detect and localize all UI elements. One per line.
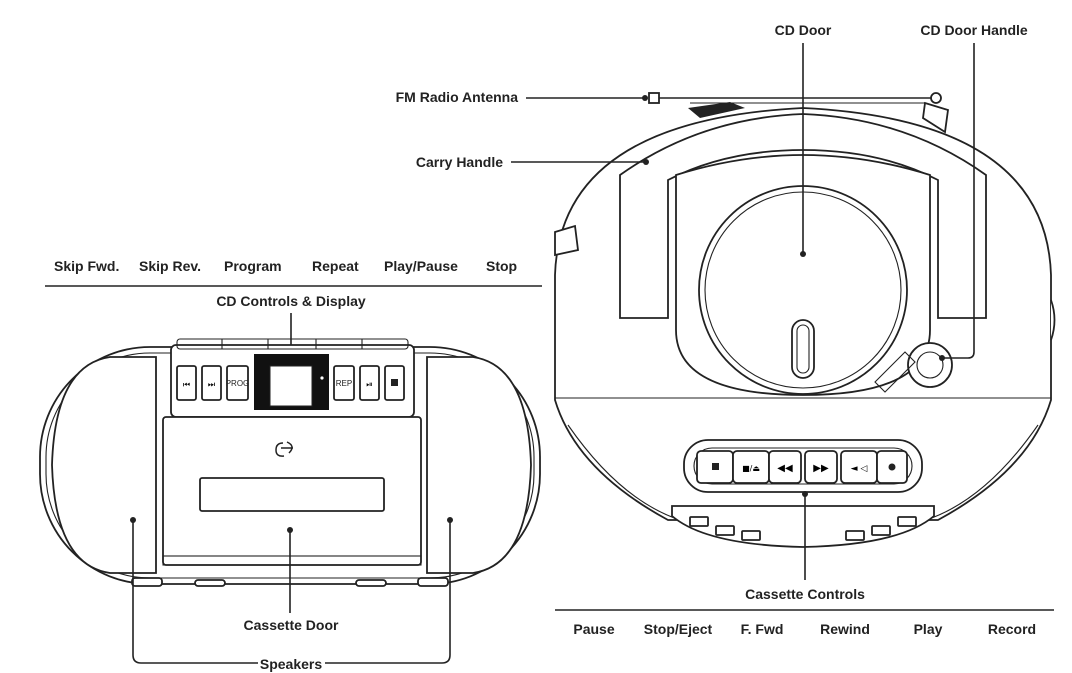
skip-back-icon: ⏮ xyxy=(183,380,190,389)
label-pause: Pause xyxy=(573,621,614,637)
label-fm-radio-antenna: FM Radio Antenna xyxy=(396,89,519,105)
label-cd-door-handle: CD Door Handle xyxy=(920,22,1028,38)
rewind-icon: ◀◀ xyxy=(777,463,793,474)
label-play: Play xyxy=(914,621,943,637)
lower-tab xyxy=(689,516,709,527)
cd-door-window xyxy=(791,319,815,379)
cd-door-handle-inner xyxy=(916,351,944,379)
right-speaker xyxy=(426,356,532,574)
power-indicator xyxy=(320,376,324,380)
lower-tab xyxy=(845,530,865,541)
top-view: CD Door CD Door Handle FM Radio Antenna … xyxy=(396,22,1056,637)
side-bump-right xyxy=(1050,299,1056,341)
display-screen xyxy=(269,365,313,407)
record-icon xyxy=(888,463,896,471)
cassette-window xyxy=(199,477,385,512)
play-pause-icon: ⏯ xyxy=(366,380,372,389)
top-button-row xyxy=(176,338,409,350)
front-view: Skip Fwd. Skip Rev. Program Repeat Play/… xyxy=(39,258,542,672)
lower-tab-row xyxy=(671,505,935,548)
cd-door-handle-tab xyxy=(874,351,916,393)
skip-forward-button[interactable] xyxy=(201,365,222,401)
label-skip-rev: Skip Rev. xyxy=(139,258,201,274)
foot xyxy=(131,577,163,587)
antenna-mount xyxy=(922,101,949,134)
carry-handle-dot xyxy=(643,159,649,165)
label-stop-eject: Stop/Eject xyxy=(644,621,713,637)
antenna-pivot xyxy=(930,92,942,104)
cassette-control-pod-inner xyxy=(693,447,913,485)
skip-back-button[interactable] xyxy=(176,365,197,401)
cassette-door-bottom-strip xyxy=(162,555,422,566)
label-cassette-door: Cassette Door xyxy=(244,617,339,633)
left-speaker xyxy=(51,356,157,574)
label-repeat: Repeat xyxy=(312,258,359,274)
lower-tab xyxy=(715,525,735,536)
brand-logo-icon xyxy=(275,441,293,457)
antenna-tip xyxy=(648,92,660,104)
label-record: Record xyxy=(988,621,1036,637)
play-icon: ◄ ◁ xyxy=(851,464,868,474)
top-view-lower-curve xyxy=(567,424,1039,521)
repeat-button[interactable] xyxy=(333,365,355,401)
cassette-rewind-button[interactable] xyxy=(804,450,838,484)
program-button-label: PROG xyxy=(226,379,250,388)
foot xyxy=(194,579,226,587)
cassette-fast-forward-button[interactable] xyxy=(768,450,802,484)
label-stop: Stop xyxy=(486,258,517,274)
play-pause-button[interactable] xyxy=(359,365,380,401)
stop-icon xyxy=(391,379,398,386)
skip-forward-icon: ⏭ xyxy=(208,380,215,389)
cassette-controls-dot xyxy=(802,491,808,497)
pause-icon xyxy=(712,463,719,470)
label-speakers: Speakers xyxy=(260,656,322,672)
label-cassette-controls: Cassette Controls xyxy=(745,586,865,602)
lower-tab xyxy=(741,530,761,541)
carry-handle xyxy=(619,113,987,319)
fast-forward-icon: ▶▶ xyxy=(813,463,829,474)
antenna-base xyxy=(688,102,745,118)
antenna-leader-dot xyxy=(642,95,648,101)
repeat-button-label: REP xyxy=(336,379,352,388)
label-cd-door: CD Door xyxy=(775,22,832,38)
cd-door-handle[interactable] xyxy=(907,342,953,388)
label-play-pause: Play/Pause xyxy=(384,258,458,274)
program-button[interactable] xyxy=(226,365,249,401)
leader-speakers xyxy=(132,520,451,664)
lower-tab xyxy=(871,525,891,536)
side-knob xyxy=(554,224,579,257)
cd-door-window-inner xyxy=(796,324,810,374)
foot xyxy=(355,579,387,587)
label-skip-fwd: Skip Fwd. xyxy=(54,258,119,274)
lower-tab xyxy=(897,516,917,527)
label-program: Program xyxy=(224,258,282,274)
leader-cd-door-handle xyxy=(942,43,975,359)
label-cd-controls-display: CD Controls & Display xyxy=(216,293,366,309)
label-carry-handle: Carry Handle xyxy=(416,154,503,170)
stop-eject-icon: ■/⏏ xyxy=(742,464,760,473)
label-f-fwd: F. Fwd xyxy=(741,621,784,637)
label-rewind: Rewind xyxy=(820,621,870,637)
foot xyxy=(417,577,449,587)
